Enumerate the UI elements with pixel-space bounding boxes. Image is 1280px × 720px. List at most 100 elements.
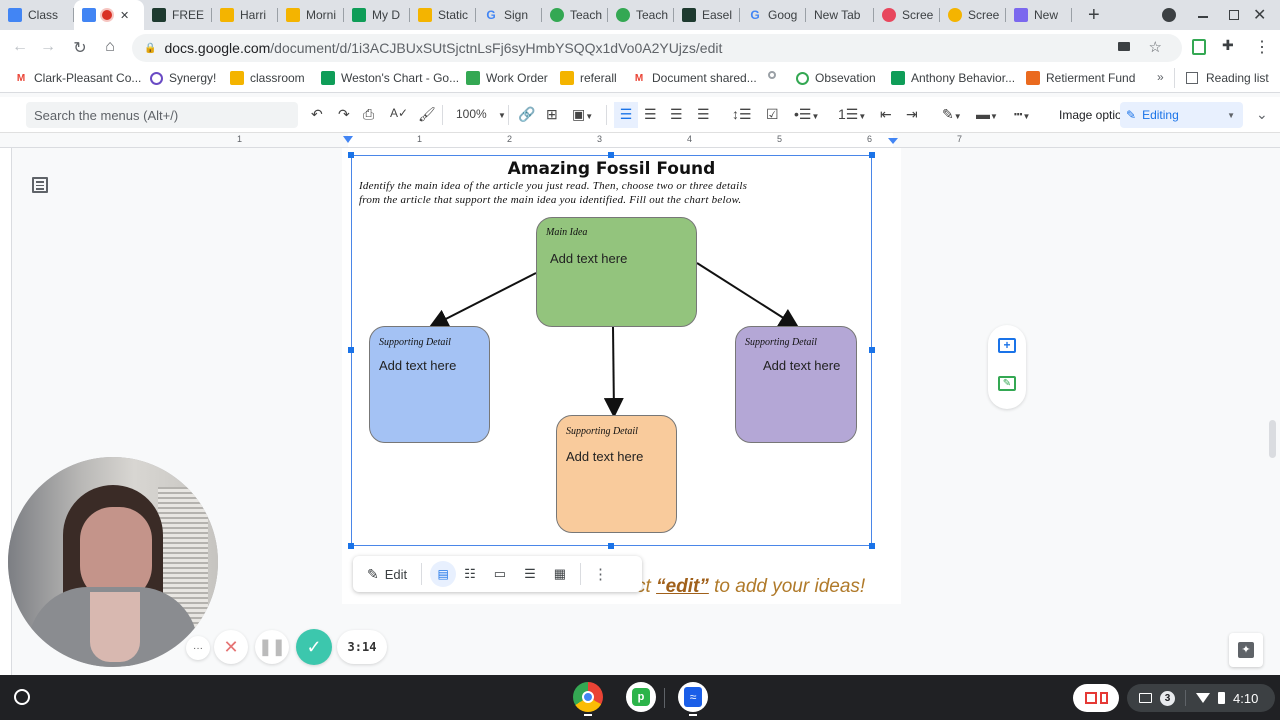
border-dash-icon[interactable]: ┅▼: [1014, 106, 1031, 122]
menu-search-input[interactable]: Search the menus (Alt+/): [26, 102, 298, 128]
resize-handle-br[interactable]: [869, 543, 875, 549]
behind-text-icon[interactable]: ☰: [524, 566, 536, 581]
pear-deck-app-icon[interactable]: p: [626, 682, 656, 712]
bookmark-item[interactable]: Synergy!: [150, 71, 216, 85]
address-bar[interactable]: 🔒 docs.google.com /document/d/1i3ACJBUxS…: [132, 34, 1182, 62]
in-front-of-text-icon[interactable]: ▦: [553, 566, 567, 581]
suggest-edits-icon[interactable]: ✎: [998, 376, 1016, 391]
border-color-icon[interactable]: ✎▼: [942, 106, 962, 122]
extensions-puzzle-icon[interactable]: ✚: [1222, 37, 1234, 53]
checklist-icon[interactable]: ☑: [766, 106, 779, 122]
align-left-icon[interactable]: ☰: [614, 102, 638, 128]
camera-icon[interactable]: [1118, 42, 1130, 51]
wrap-text-icon[interactable]: ☷: [464, 566, 476, 581]
document-outline-icon[interactable]: [32, 177, 48, 193]
home-button[interactable]: ⌂: [105, 38, 115, 55]
print-icon[interactable]: ⎙: [363, 106, 375, 122]
status-tray[interactable]: 3 4:10: [1127, 684, 1275, 712]
recorder-finish-button[interactable]: ✓: [296, 629, 332, 665]
new-tab-button[interactable]: +: [1088, 4, 1100, 26]
browser-tab[interactable]: Class: [0, 0, 74, 30]
paint-format-icon[interactable]: 🖌: [418, 106, 436, 122]
resize-handle-tr[interactable]: [869, 152, 875, 158]
extension-icon[interactable]: [1192, 39, 1206, 55]
resize-handle-mr[interactable]: [869, 347, 875, 353]
reading-list-button[interactable]: Reading list: [1186, 71, 1269, 85]
resize-handle-ml[interactable]: [348, 347, 354, 353]
browser-tab[interactable]: Teach: [608, 0, 674, 30]
close-tab-icon[interactable]: ✕: [120, 9, 130, 22]
undo-icon[interactable]: ↶: [311, 106, 323, 122]
increase-indent-icon[interactable]: ⇥: [906, 106, 918, 122]
back-button[interactable]: ←: [12, 38, 28, 55]
browser-tab[interactable]: Easel: [674, 0, 740, 30]
editing-mode-select[interactable]: ✎ Editing ▼: [1120, 102, 1243, 128]
bookmark-item[interactable]: Weston's Chart - Go...: [321, 71, 459, 85]
resize-handle-bc[interactable]: [608, 543, 614, 549]
webcam-bubble[interactable]: [8, 457, 218, 667]
align-center-icon[interactable]: ☰: [644, 106, 657, 122]
line-spacing-icon[interactable]: ↕☰: [732, 106, 752, 122]
collapse-toolbar-icon[interactable]: ⌄: [1256, 106, 1268, 122]
add-comment-icon[interactable]: ⊞: [546, 106, 558, 122]
bookmark-item[interactable]: referall: [560, 71, 617, 85]
explore-button[interactable]: ✦: [1229, 633, 1263, 667]
redo-icon[interactable]: ↷: [338, 106, 350, 122]
align-right-icon[interactable]: ☰: [670, 106, 683, 122]
forward-button[interactable]: →: [40, 38, 56, 55]
more-options-icon[interactable]: ⋮: [593, 566, 609, 583]
profile-icon[interactable]: [1162, 8, 1176, 22]
break-text-icon[interactable]: ▭: [493, 566, 507, 581]
recorder-more-button[interactable]: ···: [186, 636, 210, 660]
more-bookmarks-button[interactable]: »: [1157, 70, 1164, 84]
close-window-button[interactable]: ✕: [1253, 7, 1267, 24]
screencastify-tray-icon[interactable]: [1073, 684, 1119, 712]
zoom-select[interactable]: 100% ▼: [456, 107, 506, 121]
edit-image-button[interactable]: ✎ Edit: [367, 566, 407, 583]
browser-tab[interactable]: ✕: [74, 0, 144, 30]
browser-tab[interactable]: Morni: [278, 0, 344, 30]
numbered-list-icon[interactable]: 1☰▼: [838, 106, 867, 122]
vertical-scrollbar-thumb[interactable]: [1269, 420, 1276, 458]
bookmark-item[interactable]: Retierment Fund: [1026, 71, 1135, 85]
bookmark-item[interactable]: classroom: [230, 71, 305, 85]
align-justify-icon[interactable]: ☰: [697, 106, 710, 122]
resize-handle-bl[interactable]: [348, 543, 354, 549]
restore-button[interactable]: [1229, 10, 1239, 20]
add-comment-icon[interactable]: +: [998, 338, 1016, 353]
link-icon[interactable]: 🔗: [518, 106, 536, 122]
wrap-inline-icon[interactable]: ▤: [430, 561, 457, 587]
browser-menu-icon[interactable]: ⋮: [1254, 39, 1270, 56]
image-options-button[interactable]: Image optio: [1059, 108, 1122, 122]
browser-tab[interactable]: Static: [410, 0, 476, 30]
browser-tab[interactable]: New: [1006, 0, 1072, 30]
browser-tab[interactable]: Scree: [874, 0, 940, 30]
bulleted-list-icon[interactable]: •☰▼: [794, 106, 820, 122]
resize-handle-tc[interactable]: [608, 152, 614, 158]
browser-tab[interactable]: My D: [344, 0, 410, 30]
minimize-button[interactable]: [1198, 16, 1208, 18]
bookmark-item[interactable]: Anthony Behavior...: [891, 71, 1015, 85]
decrease-indent-icon[interactable]: ⇤: [880, 106, 892, 122]
bookmark-item[interactable]: [768, 71, 782, 79]
left-indent-marker[interactable]: [343, 136, 353, 143]
browser-tab[interactable]: Teach: [542, 0, 608, 30]
screencast-app-icon[interactable]: ≈: [678, 682, 708, 712]
chrome-app-icon[interactable]: [573, 682, 603, 712]
insert-image-icon[interactable]: ▣▼: [572, 106, 594, 122]
browser-tab[interactable]: Scree: [940, 0, 1006, 30]
right-indent-marker[interactable]: [888, 138, 898, 144]
reload-button[interactable]: ↻: [73, 40, 87, 57]
recorder-cancel-button[interactable]: ✕: [214, 630, 248, 664]
border-weight-icon[interactable]: ▬▼: [976, 106, 998, 122]
bookmark-item[interactable]: Work Order: [466, 71, 548, 85]
spellcheck-icon[interactable]: A✓: [390, 106, 409, 120]
launcher-button[interactable]: [14, 689, 30, 705]
browser-tab[interactable]: New Tab: [806, 0, 874, 30]
bookmark-item[interactable]: Obsevation: [796, 71, 876, 85]
resize-handle-tl[interactable]: [348, 152, 354, 158]
